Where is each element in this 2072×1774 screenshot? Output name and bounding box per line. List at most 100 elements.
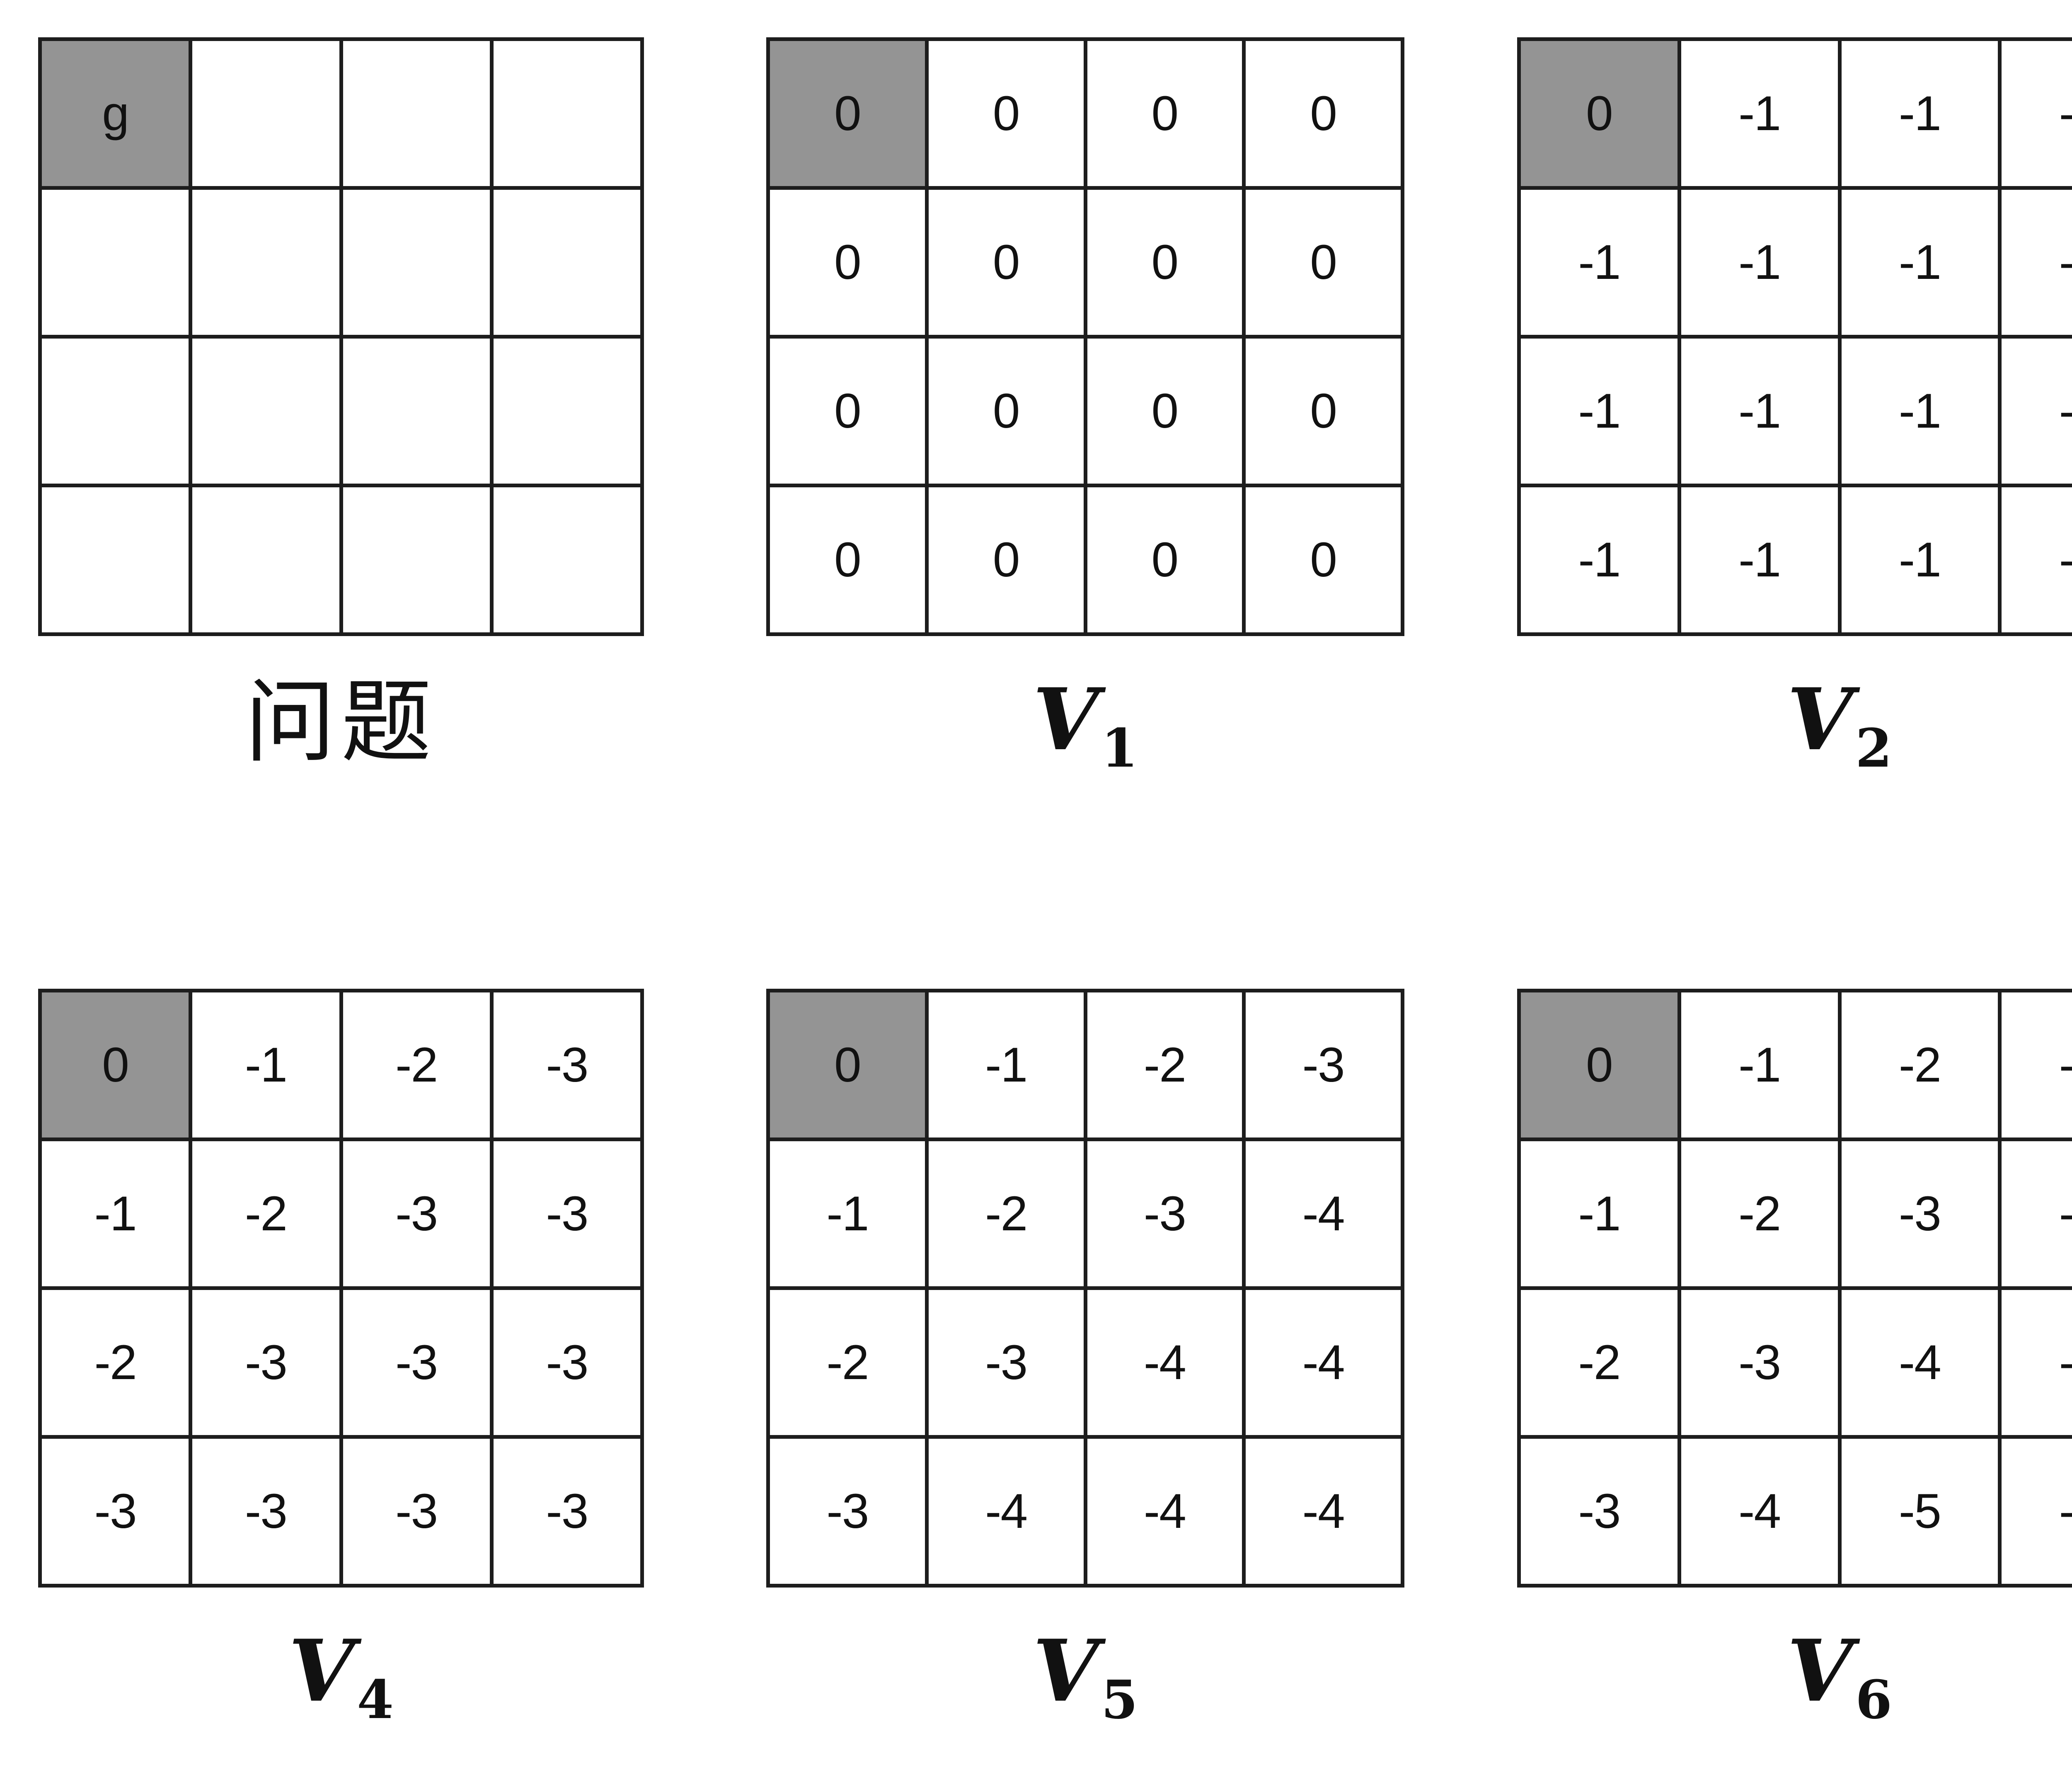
- grid-cell[interactable]: -2: [766, 1286, 929, 1439]
- grid-cell[interactable]: -2: [1677, 1137, 1842, 1290]
- grid-cell[interactable]: -2: [1517, 1286, 1681, 1439]
- grid-cell[interactable]: -3: [925, 1286, 1087, 1439]
- grid-cell[interactable]: -3: [1677, 1286, 1842, 1439]
- grid-cell[interactable]: [489, 484, 644, 636]
- grid-cell[interactable]: 0: [925, 484, 1087, 636]
- grid-cell[interactable]: -3: [189, 1435, 343, 1588]
- grid-cell[interactable]: -1: [1517, 484, 1681, 636]
- grid-cell[interactable]: -3: [766, 1435, 929, 1588]
- grid-cell[interactable]: 0: [1242, 335, 1404, 487]
- grid-cell[interactable]: -1: [1677, 484, 1842, 636]
- grid-cell[interactable]: [489, 186, 644, 339]
- grid-cell[interactable]: 0: [766, 186, 929, 339]
- grid-cell[interactable]: -2: [189, 1137, 343, 1290]
- grid-cell[interactable]: 0: [1242, 484, 1404, 636]
- grid-cell[interactable]: [339, 484, 494, 636]
- grid-cell[interactable]: -3: [339, 1286, 494, 1439]
- panel-label-subscript: 5: [1101, 1669, 1138, 1730]
- grid-cell[interactable]: -1: [1517, 1137, 1681, 1290]
- grid-cell[interactable]: -1: [1837, 37, 2002, 190]
- grid-cell[interactable]: [38, 335, 193, 487]
- grid-cell[interactable]: -1: [1677, 989, 1842, 1141]
- grid-cell[interactable]: -1: [1677, 186, 1842, 339]
- grid-row: 0-1-2-3: [1517, 989, 2072, 1141]
- grid-cell[interactable]: -1: [1998, 335, 2072, 487]
- grid-cell[interactable]: 0: [1083, 335, 1246, 487]
- grid-cell[interactable]: -1: [925, 989, 1087, 1141]
- grid-cell[interactable]: -4: [1837, 1286, 2002, 1439]
- grid-cell[interactable]: -3: [189, 1286, 343, 1439]
- grid-cell[interactable]: -4: [925, 1435, 1087, 1588]
- grid-cell[interactable]: -3: [1837, 1137, 2002, 1290]
- grid-cell[interactable]: -3: [1083, 1137, 1246, 1290]
- grid-cell[interactable]: [189, 186, 343, 339]
- grid-cell[interactable]: 0: [925, 37, 1087, 190]
- grid-cell[interactable]: -1: [1998, 484, 2072, 636]
- grid-cell-goal[interactable]: 0: [766, 37, 929, 190]
- grid-cell[interactable]: [189, 335, 343, 487]
- grid-cell[interactable]: -1: [189, 989, 343, 1141]
- grid-cell[interactable]: 0: [1242, 37, 1404, 190]
- grid-cell[interactable]: [38, 186, 193, 339]
- grid-cell[interactable]: 0: [766, 335, 929, 487]
- grid-cell[interactable]: -3: [489, 1137, 644, 1290]
- grid-cell[interactable]: -4: [1998, 1137, 2072, 1290]
- grid-cell[interactable]: -3: [489, 989, 644, 1141]
- grid-cell[interactable]: -2: [925, 1137, 1087, 1290]
- grid-cell[interactable]: -3: [339, 1435, 494, 1588]
- grid-cell[interactable]: -4: [1083, 1435, 1246, 1588]
- grid-row: -2-3-3-3: [38, 1286, 644, 1439]
- grid-cell[interactable]: -1: [1837, 186, 2002, 339]
- grid-cell[interactable]: -1: [1517, 186, 1681, 339]
- grid-cell[interactable]: 0: [1242, 186, 1404, 339]
- grid-cell[interactable]: -1: [1837, 335, 2002, 487]
- grid-cell[interactable]: -4: [1677, 1435, 1842, 1588]
- grid-cell[interactable]: -1: [1998, 186, 2072, 339]
- grid-cell[interactable]: -3: [1998, 989, 2072, 1141]
- grid-cell[interactable]: -2: [339, 989, 494, 1141]
- grid-cell[interactable]: -1: [38, 1137, 193, 1290]
- grid-cell[interactable]: 0: [925, 335, 1087, 487]
- grid-cell-goal[interactable]: 0: [766, 989, 929, 1141]
- grid-cell[interactable]: [339, 186, 494, 339]
- grid-cell-goal[interactable]: 0: [38, 989, 193, 1141]
- grid-cell[interactable]: -3: [1242, 989, 1404, 1141]
- grid-cell[interactable]: [189, 37, 343, 190]
- grid-cell[interactable]: -5: [1837, 1435, 2002, 1588]
- grid-cell[interactable]: 0: [925, 186, 1087, 339]
- grid-cell[interactable]: 0: [1083, 484, 1246, 636]
- grid-cell[interactable]: 0: [1083, 186, 1246, 339]
- grid-cell[interactable]: [339, 335, 494, 487]
- grid-cell[interactable]: -2: [1837, 989, 2002, 1141]
- grid-cell[interactable]: -1: [1837, 484, 2002, 636]
- grid-cell[interactable]: -1: [1517, 335, 1681, 487]
- grid-cell[interactable]: 0: [766, 484, 929, 636]
- grid-cell[interactable]: -4: [1242, 1286, 1404, 1439]
- grid-cell[interactable]: -4: [1242, 1137, 1404, 1290]
- grid-cell[interactable]: -3: [339, 1137, 494, 1290]
- grid-cell[interactable]: -3: [489, 1286, 644, 1439]
- grid-cell[interactable]: -3: [489, 1435, 644, 1588]
- grid-row: 0-1-2-3: [38, 989, 644, 1141]
- grid-cell[interactable]: [189, 484, 343, 636]
- grid-cell[interactable]: [489, 335, 644, 487]
- grid-cell[interactable]: [38, 484, 193, 636]
- grid-cell[interactable]: -2: [38, 1286, 193, 1439]
- grid-cell-goal[interactable]: g: [38, 37, 193, 190]
- grid-cell[interactable]: [339, 37, 494, 190]
- grid-cell[interactable]: -1: [1677, 335, 1842, 487]
- grid-cell-goal[interactable]: 0: [1517, 37, 1681, 190]
- grid-cell[interactable]: -1: [1677, 37, 1842, 190]
- grid-cell[interactable]: -4: [1083, 1286, 1246, 1439]
- grid-cell[interactable]: -1: [766, 1137, 929, 1290]
- grid-cell[interactable]: -5: [1998, 1286, 2072, 1439]
- grid-cell[interactable]: -4: [1242, 1435, 1404, 1588]
- grid-cell[interactable]: [489, 37, 644, 190]
- grid-cell[interactable]: 0: [1083, 37, 1246, 190]
- grid-cell[interactable]: -3: [38, 1435, 193, 1588]
- grid-cell[interactable]: -1: [1998, 37, 2072, 190]
- grid-cell[interactable]: -2: [1083, 989, 1246, 1141]
- grid-cell[interactable]: -3: [1517, 1435, 1681, 1588]
- grid-cell[interactable]: -5: [1998, 1435, 2072, 1588]
- grid-cell-goal[interactable]: 0: [1517, 989, 1681, 1141]
